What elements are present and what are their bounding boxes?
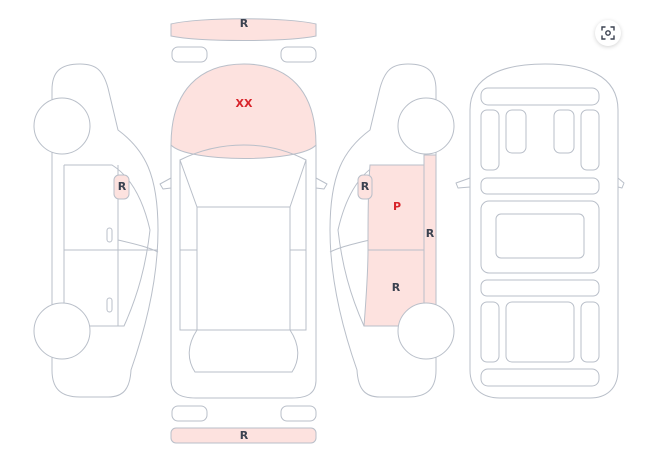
rear-bumper-panel[interactable] xyxy=(170,427,317,444)
left-rear-door-handle xyxy=(106,297,113,313)
rear-left-trim xyxy=(480,301,500,363)
left-taillight xyxy=(171,405,208,422)
center-console xyxy=(495,213,585,259)
right-front-wheel xyxy=(397,97,455,155)
trunk-floor xyxy=(480,368,600,387)
interior-left-mirror xyxy=(455,177,471,189)
rear-bench xyxy=(505,301,575,363)
interior-right-mirror xyxy=(617,177,625,189)
left-headlight xyxy=(171,46,208,63)
front-left-seat xyxy=(505,109,527,154)
hood-panel[interactable] xyxy=(170,63,317,159)
right-side-view: P R R R xyxy=(329,63,455,398)
rear-window xyxy=(188,329,299,373)
top-right-side-line xyxy=(290,160,307,331)
right-roof-rail-label: R xyxy=(426,227,435,240)
front-crossbar xyxy=(480,177,600,195)
interior-left-a-trim xyxy=(480,109,500,171)
top-left-side-line xyxy=(179,160,197,331)
top-view: R XX R xyxy=(159,17,328,444)
scan-focus-icon xyxy=(601,26,615,40)
fullscreen-button[interactable] xyxy=(595,20,621,46)
right-taillight xyxy=(280,405,317,422)
interior-right-a-trim xyxy=(580,109,600,171)
left-front-wheel xyxy=(33,97,91,155)
right-front-door-label: P xyxy=(393,200,401,213)
left-side-view: R xyxy=(33,63,159,398)
left-front-door-handle xyxy=(106,227,113,243)
front-bumper-panel[interactable] xyxy=(170,18,317,41)
windshield xyxy=(179,144,307,208)
left-door-crease xyxy=(117,239,159,253)
rear-crossbar xyxy=(480,279,600,297)
top-left-mirror xyxy=(159,177,172,190)
dashboard xyxy=(480,87,600,106)
top-body-outline xyxy=(170,144,317,399)
right-rear-door-label: R xyxy=(392,281,401,294)
right-rear-wheel xyxy=(397,302,455,360)
top-right-mirror xyxy=(315,177,328,190)
hood-label: XX xyxy=(236,97,253,110)
right-mirror-panel[interactable] xyxy=(357,174,373,200)
interior-view xyxy=(455,63,625,399)
right-headlight xyxy=(280,46,317,63)
right-door-crease xyxy=(329,239,371,253)
left-mirror-label: R xyxy=(118,180,127,193)
left-mirror-panel[interactable] xyxy=(113,174,130,200)
front-right-seat xyxy=(553,109,575,154)
right-mirror-label: R xyxy=(361,180,370,193)
front-bumper-label: R xyxy=(240,17,249,30)
left-rear-wheel xyxy=(33,302,91,360)
rear-right-trim xyxy=(580,301,600,363)
rear-bumper-label: R xyxy=(240,429,249,442)
